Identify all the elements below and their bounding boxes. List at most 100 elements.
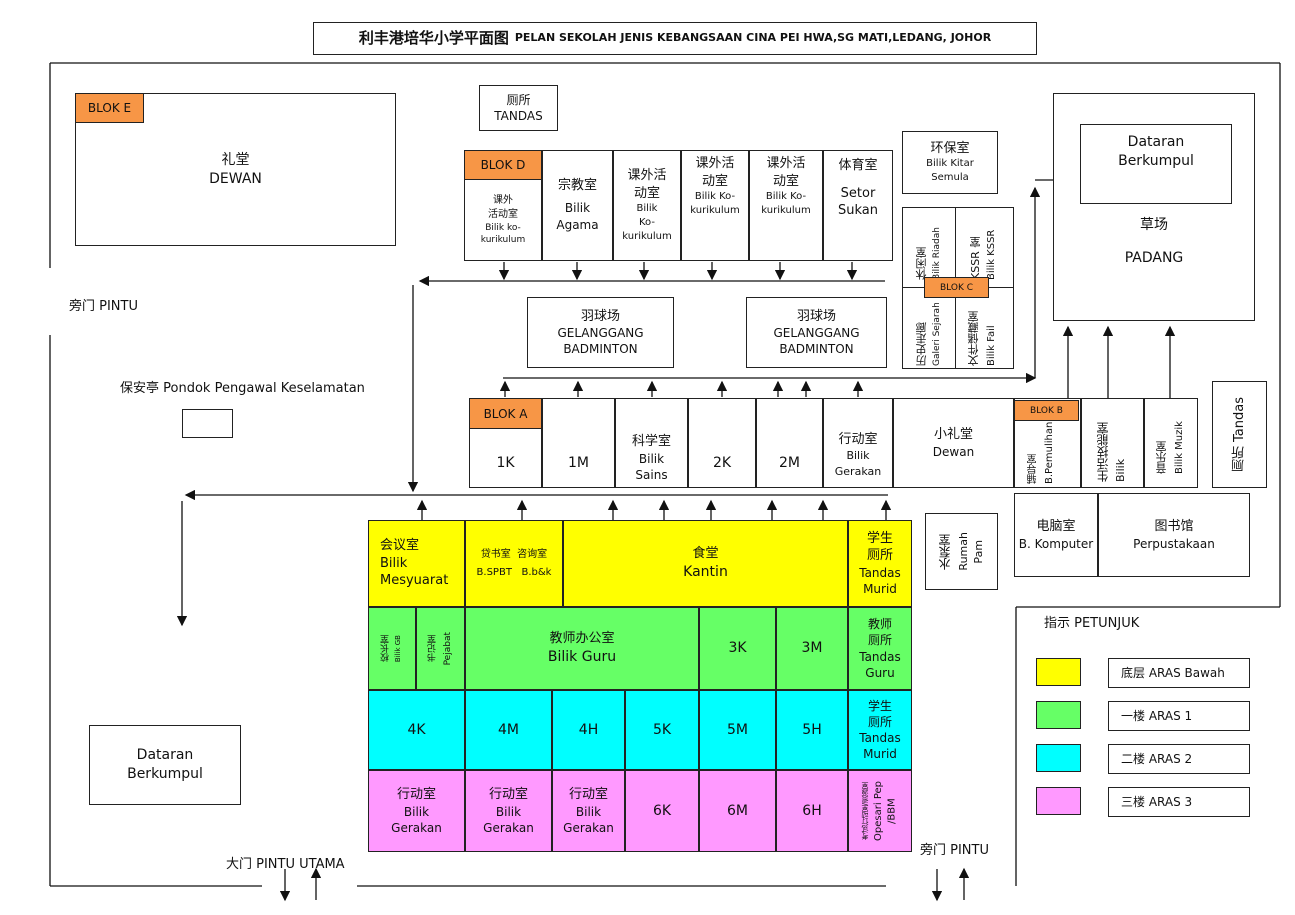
dataran-bottom-line1: Dataran	[136, 747, 194, 764]
kokurikulum-4-ms: Bilik Ko- kurikulum	[690, 191, 740, 217]
bilik-gerakan-3c: 行动室 Bilik Gerakan	[552, 770, 625, 852]
kemahiran-ms: Bilik	[1114, 458, 1127, 482]
class-5k: 5K	[625, 690, 699, 770]
bilik-riadah-ms: Bilik Riadah	[932, 227, 942, 280]
side-gate-right-label: 旁门 PINTU	[920, 843, 989, 858]
dewan-kecil-zh: 小礼堂	[933, 427, 973, 443]
muzik-ms: Bilik Muzik	[1174, 421, 1185, 474]
class-2k-label: 2K	[712, 455, 732, 472]
kemahiran-zh: 生活技能室	[1096, 422, 1110, 482]
guru-zh: 教师办公室	[549, 631, 615, 647]
legend-swatch	[1036, 701, 1081, 729]
kokurikulum-ms: Bilik ko- kurikulum	[480, 222, 526, 245]
sukan-zh: 体育室	[838, 158, 878, 173]
guru-ms: Bilik Guru	[547, 648, 617, 665]
class-1m: 1M	[542, 398, 615, 488]
class-4m: 4M	[465, 690, 552, 770]
kantin-ms: Kantin	[683, 563, 728, 580]
bilik-komputer: 电脑室 B. Komputer	[1014, 493, 1098, 577]
class-2k: 2K	[688, 398, 756, 488]
dataran-bottom-line2: Berkumpul	[127, 766, 203, 782]
spbt-ms: B.SPBT B.b&k	[476, 566, 552, 578]
badminton-1-ms: GELANGGANG BADMINTON	[557, 326, 644, 357]
mesyuarat-ms: Bilik Mesyuarat	[380, 555, 449, 589]
padang-ms: PADANG	[1124, 249, 1184, 266]
block-d-room-3: 课外活 动室 Bilik Ko- kurikulum	[613, 150, 681, 261]
agama-ms: Bilik Agama	[556, 201, 599, 233]
opesari-ms: Opesari Pep /BBM	[873, 781, 898, 841]
bilik-opesari: 考试行动室/资源室 Opesari Pep /BBM	[848, 770, 912, 852]
badminton-2-zh: 羽球场	[796, 308, 836, 324]
bilik-kitar-semula: 环保室 Bilik Kitar Semula	[902, 131, 998, 194]
bilik-guru: 教师办公室 Bilik Guru	[465, 607, 699, 690]
title-zh: 利丰港培华小学平面图	[358, 29, 509, 48]
legend-swatch	[1036, 658, 1081, 686]
blok-a-tag: BLOK A	[469, 398, 542, 429]
dewan-kecil-ms: Dewan	[932, 444, 975, 459]
tandas-right: 厕所 Tandas	[1212, 381, 1267, 488]
kantin: 食堂 Kantin	[563, 520, 848, 607]
tandas-guru-zh: 教师 厕所	[867, 617, 892, 648]
bilik-mesyuarat: 会议室 Bilik Mesyuarat	[368, 520, 465, 607]
bilik-riadah-zh: 休闲室	[915, 247, 928, 280]
block-d-room-5: 课外活 动室 Bilik Ko- kurikulum	[749, 150, 823, 261]
tandas-murid-2-ms: Tandas Murid	[859, 731, 901, 762]
muzik-zh: 音乐室	[1155, 441, 1168, 474]
dataran-berkumpul-top: Dataran Berkumpul	[1080, 124, 1232, 204]
sains-zh: 科学室	[631, 434, 671, 450]
recycle-ms: Bilik Kitar Semula	[926, 158, 974, 184]
badminton-2-ms: GELANGGANG BADMINTON	[773, 326, 860, 357]
kokurikulum-5-ms: Bilik Ko- kurikulum	[761, 191, 811, 217]
badminton-1-zh: 羽球场	[580, 308, 620, 324]
pejabat-ms: Pejabat	[442, 631, 453, 666]
setor-sukan: 体育室 Setor Sukan	[823, 150, 893, 261]
library-ms: Perpustakaan	[1133, 536, 1215, 551]
blok-c-tag: BLOK C	[924, 277, 989, 298]
kantin-zh: 食堂	[692, 546, 719, 562]
kokurikulum-zh: 课外 活动室	[488, 194, 518, 220]
legend-label: 一楼 ARAS 1	[1108, 701, 1250, 731]
padang-zh: 草场	[1140, 217, 1168, 233]
blok-b-tag: BLOK B	[1014, 400, 1079, 421]
tandas-murid-2-zh: 学生 厕所	[867, 698, 892, 729]
bilik-gerakan-3a: 行动室 Bilik Gerakan	[368, 770, 465, 852]
tandas-murid-ground-ms: Tandas Murid	[859, 565, 901, 597]
legend-label: 底层 ARAS Bawah	[1108, 658, 1250, 688]
galeri-ms: Galeri Sejarah	[932, 302, 942, 366]
dewan-zh: 礼堂	[221, 151, 250, 168]
gerakan-3a-zh: 行动室	[396, 787, 436, 803]
sains-ms: Bilik Sains	[635, 451, 668, 482]
guard-post	[182, 409, 233, 438]
gb-zh: 校长室	[381, 635, 392, 662]
pemulihan-ms: B.Pemulihan	[1044, 421, 1055, 484]
bilik-gerakan-3b: 行动室 Bilik Gerakan	[465, 770, 552, 852]
class-3k: 3K	[699, 607, 776, 690]
kokurikulum-4-zh: 课外活 动室	[695, 156, 735, 189]
dewan-kecil: 小礼堂 Dewan	[893, 398, 1014, 488]
spbt-zh: 贷书室 咨询室	[480, 548, 548, 560]
gerakan-3c-zh: 行动室	[568, 787, 608, 803]
class-5h: 5H	[776, 690, 848, 770]
bilik-fail-ms: Bilik Fail	[986, 325, 997, 366]
bilik-spbt: 贷书室 咨询室 B.SPBT B.b&k	[465, 520, 563, 607]
tandas-murid-2: 学生 厕所 Tandas Murid	[848, 690, 912, 770]
class-6m: 6M	[699, 770, 776, 852]
legend-label: 三楼 ARAS 3	[1108, 787, 1250, 817]
agama-zh: 宗教室	[557, 177, 597, 193]
bilik-fail-zh: 文件储藏室	[967, 311, 980, 366]
perpustakaan: 图书馆 Perpustakaan	[1098, 493, 1250, 577]
gerakan-3c-ms: Bilik Gerakan	[563, 804, 614, 835]
tandas-guru: 教师 厕所 Tandas Guru	[848, 607, 912, 690]
class-3m: 3M	[776, 607, 848, 690]
sukan-ms: Setor Sukan	[838, 185, 878, 219]
blok-d-tag: BLOK D	[464, 150, 542, 180]
pemulihan-zh: 辅导室	[1028, 454, 1039, 484]
bilik-agama: 宗教室 Bilik Agama	[542, 150, 613, 261]
title-ms: PELAN SEKOLAH JENIS KEBANGSAAN CINA PEI …	[514, 31, 992, 45]
bilik-kemahiran	[1081, 398, 1144, 488]
kokurikulum-3-zh: 课外活 动室	[627, 167, 667, 201]
blok-e-tag: BLOK E	[75, 93, 144, 123]
komputer-ms: B. Komputer	[1018, 536, 1094, 551]
recycle-zh: 环保室	[930, 140, 970, 156]
